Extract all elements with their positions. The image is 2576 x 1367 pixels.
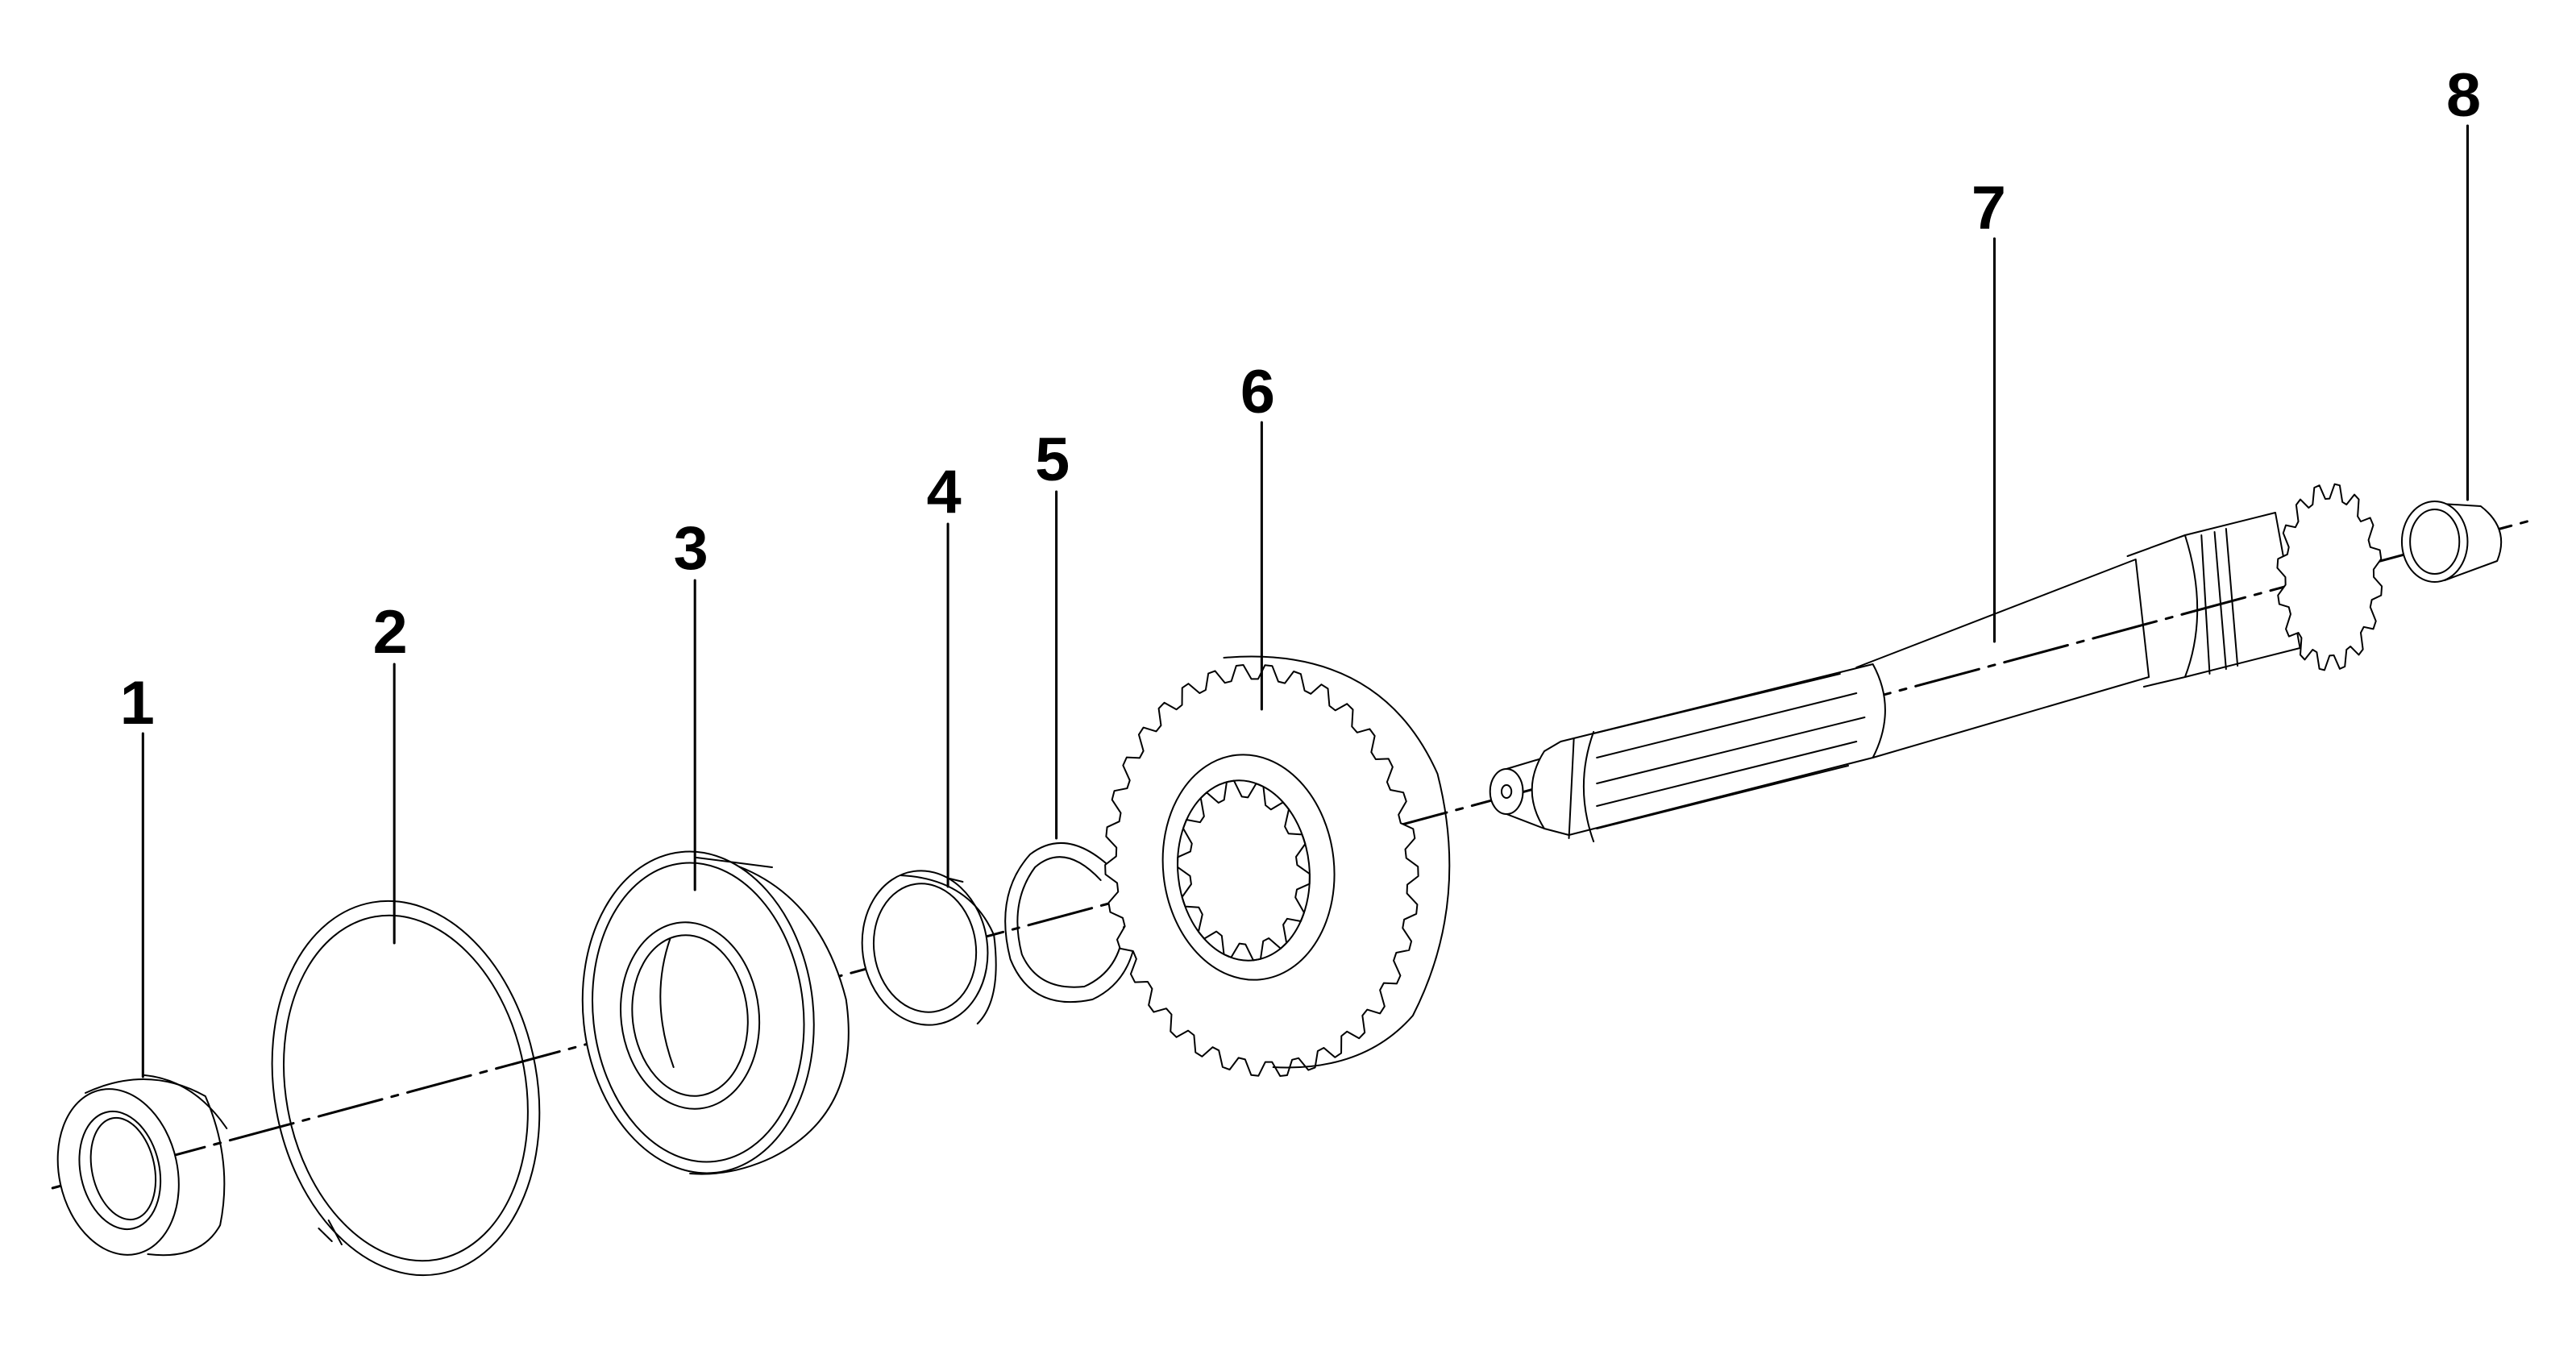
leader-lines (141, 124, 2470, 1078)
callout-7: 7 (1971, 175, 2006, 243)
callout-5: 5 (1035, 426, 1070, 494)
callout-1: 1 (120, 670, 155, 738)
part-8-bushing (2402, 501, 2501, 582)
part-2-snap-ring (243, 880, 568, 1296)
callout-6: 6 (1240, 359, 1275, 426)
part-3-bearing (567, 840, 849, 1184)
callout-4: 4 (927, 459, 962, 526)
part-6-gear (1105, 657, 1449, 1076)
part-1-seal-ring (43, 1075, 226, 1266)
callout-8: 8 (2446, 62, 2481, 130)
callout-labels: 1 2 3 4 5 6 7 8 (120, 62, 2481, 738)
part-4-spacer-ring (852, 862, 998, 1033)
callout-3: 3 (674, 515, 708, 583)
callout-2: 2 (373, 599, 408, 667)
center-axis (51, 519, 2532, 1190)
part-7-shaft (1490, 484, 2382, 841)
